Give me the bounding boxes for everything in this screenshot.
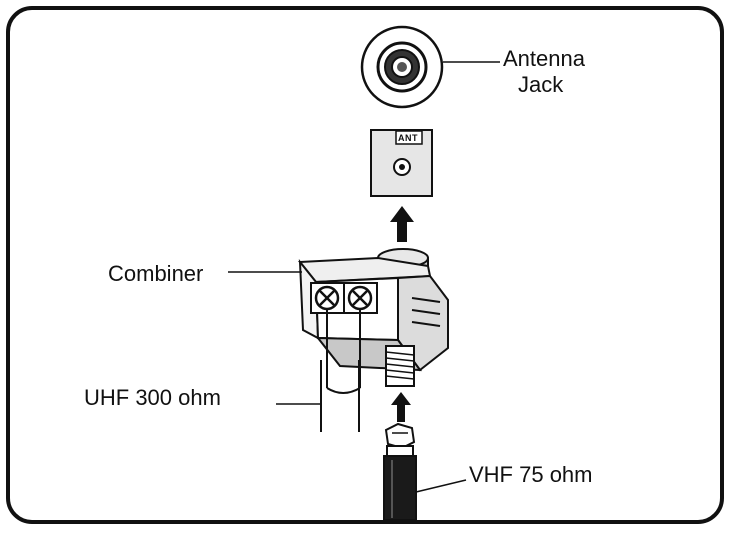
antenna-jack-icon bbox=[360, 25, 444, 109]
up-arrow-icon-lower bbox=[391, 392, 411, 422]
vhf-label: VHF 75 ohm bbox=[469, 462, 593, 487]
ant-panel-icon bbox=[370, 129, 433, 197]
antenna-jack-label-line2: Jack bbox=[518, 72, 564, 97]
f-connector-icon bbox=[385, 345, 415, 387]
screw-icon-left bbox=[314, 285, 340, 311]
vhf-coax-cable-icon bbox=[383, 422, 417, 521]
uhf-label: UHF 300 ohm bbox=[84, 385, 221, 410]
combiner-label: Combiner bbox=[108, 261, 204, 286]
vhf-leader bbox=[415, 479, 467, 493]
up-arrow-icon-upper bbox=[390, 206, 414, 242]
ant-panel-label: ANT bbox=[398, 133, 418, 143]
antenna-jack-label-line1: Antenna bbox=[503, 46, 585, 71]
screw-icon-right bbox=[347, 285, 373, 311]
uhf-twin-lead-icon bbox=[320, 309, 361, 432]
